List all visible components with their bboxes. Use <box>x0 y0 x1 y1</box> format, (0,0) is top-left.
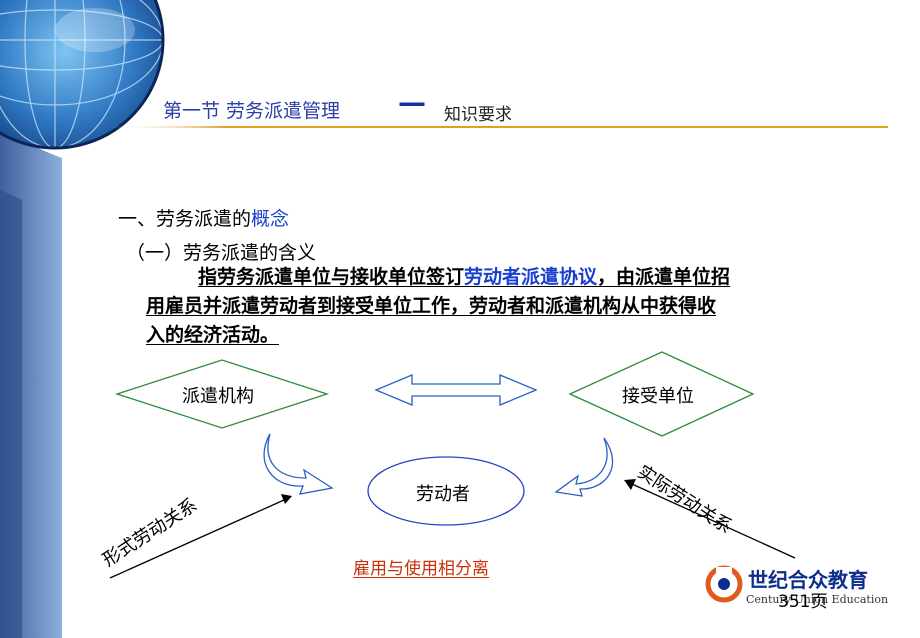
page-number: 351页 <box>778 592 828 612</box>
diagram-caption: 雇用与使用相分离 <box>353 559 489 579</box>
node-center-ellipse <box>367 456 525 526</box>
definition-paragraph: 指劳务派遣单位与接收单位签订劳动者派遣协议，由派遣单位招 用雇员并派遣劳动者到接… <box>146 263 866 350</box>
logo-name-en: Century Union Education <box>746 593 889 606</box>
definition-line-2: 用雇员并派遣劳动者到接受单位工作，劳动者和派遣机构从中获得收 <box>146 295 717 317</box>
double-arrow-icon <box>374 374 538 406</box>
curved-arrow-left-icon <box>263 433 334 495</box>
sidebar-strip <box>0 120 62 638</box>
title-dash: — <box>398 86 426 119</box>
section-subheading: （一）劳务派遣的含义 <box>126 242 317 264</box>
curved-arrow-right-icon <box>554 437 614 497</box>
definition-line-1: 指劳务派遣单位与接收单位签订劳动者派遣协议，由派遣单位招 <box>146 263 866 292</box>
node-left-diamond <box>114 359 330 429</box>
logo-mark-icon <box>705 565 743 603</box>
definition-line1-pre: 指劳务派遣单位与接收单位签订 <box>198 266 465 288</box>
node-right-diamond <box>568 351 755 437</box>
globe-image <box>0 0 165 150</box>
section-heading: 一、劳务派遣的概念 <box>118 204 289 231</box>
arrow-right-relation-icon <box>624 479 796 559</box>
slide-title: 第一节 劳务派遣管理 <box>163 100 341 122</box>
node-left-label: 派遣机构 <box>182 386 254 407</box>
header-divider <box>110 126 888 128</box>
node-right-label: 接受单位 <box>622 386 694 407</box>
logo-name-cn: 世纪合众教育 <box>748 568 868 592</box>
definition-line1-post: ，由派遣单位招 <box>597 266 731 288</box>
section-heading-prefix: 一、劳务派遣的 <box>118 208 252 230</box>
definition-line-3: 入的经济活动。 <box>146 324 280 346</box>
arrow-left-relation-icon <box>109 494 292 579</box>
section-heading-keyword: 概念 <box>251 208 290 230</box>
node-center-label: 劳动者 <box>416 484 470 505</box>
slide-subtitle: 知识要求 <box>444 105 512 125</box>
definition-keyword: 劳动者派遣协议 <box>464 266 598 288</box>
